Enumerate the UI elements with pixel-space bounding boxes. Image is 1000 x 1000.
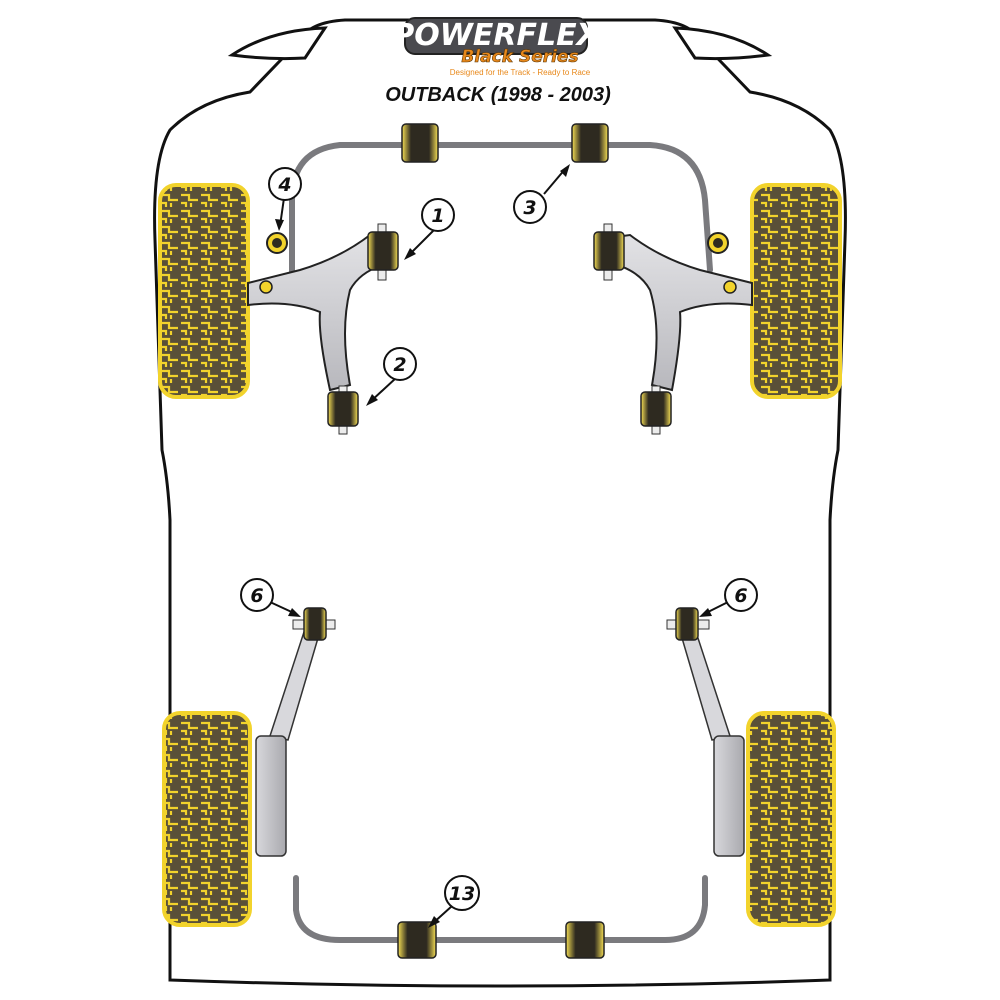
- logo-sub-text: Black Series: [461, 47, 578, 67]
- brand-logo: POWERFLEX Black Series Designed for the …: [392, 17, 602, 77]
- rear-right-wheel: [746, 711, 836, 927]
- rear-anti-roll-bar: [293, 875, 708, 943]
- right-headlight: [672, 26, 773, 61]
- front-left-arm-front-bush: [367, 223, 399, 281]
- front-left-control-arm: [247, 233, 397, 392]
- callout-2: 2: [366, 347, 417, 406]
- left-headlight: [227, 26, 328, 61]
- rear-left-wheel: [162, 711, 252, 927]
- front-right-link-ball-core: [713, 238, 723, 248]
- callout-2-label: 2: [393, 354, 406, 376]
- model-title: OUTBACK (1998 - 2003): [385, 84, 611, 106]
- callout-6-left-label: 6: [250, 585, 263, 607]
- callout-13: 13: [428, 875, 480, 928]
- front-right-wheel: [750, 183, 842, 399]
- rear-left-damper: [255, 735, 287, 857]
- front-left-ball-joint: [259, 280, 273, 294]
- front-right-arm-front-bush: [593, 223, 625, 281]
- front-right-control-arm: [603, 233, 753, 392]
- callout-1-label: 1: [431, 205, 444, 227]
- callout-6-right-label: 6: [734, 585, 747, 607]
- callout-3-label: 3: [523, 197, 536, 219]
- rear-right-damper: [713, 735, 745, 857]
- logo-tagline: Designed for the Track - Ready to Race: [450, 68, 591, 77]
- rear-arb-bush-right: [565, 921, 605, 959]
- front-left-link-ball-core: [272, 238, 282, 248]
- rear-right-top-bush: [666, 607, 710, 641]
- front-arb-bush-right: [571, 123, 609, 163]
- front-arb-bush-left: [401, 123, 439, 163]
- callout-6-left: 6: [240, 578, 301, 617]
- front-left-wheel: [158, 183, 250, 399]
- callout-4: 4: [268, 167, 302, 231]
- front-right-ball-joint: [723, 280, 737, 294]
- callout-1: 1: [404, 198, 455, 260]
- callout-3: 3: [513, 164, 570, 224]
- rear-left-top-bush: [292, 607, 336, 641]
- callout-6-right: 6: [699, 578, 758, 617]
- rear-arb-bush-left: [397, 921, 437, 959]
- callout-4-label: 4: [277, 174, 291, 196]
- callout-13-label: 13: [449, 883, 475, 905]
- front-left-arm-rear-bush: [327, 385, 359, 435]
- front-right-arm-rear-bush: [640, 385, 672, 435]
- logo-main-text: POWERFLEX: [392, 18, 601, 53]
